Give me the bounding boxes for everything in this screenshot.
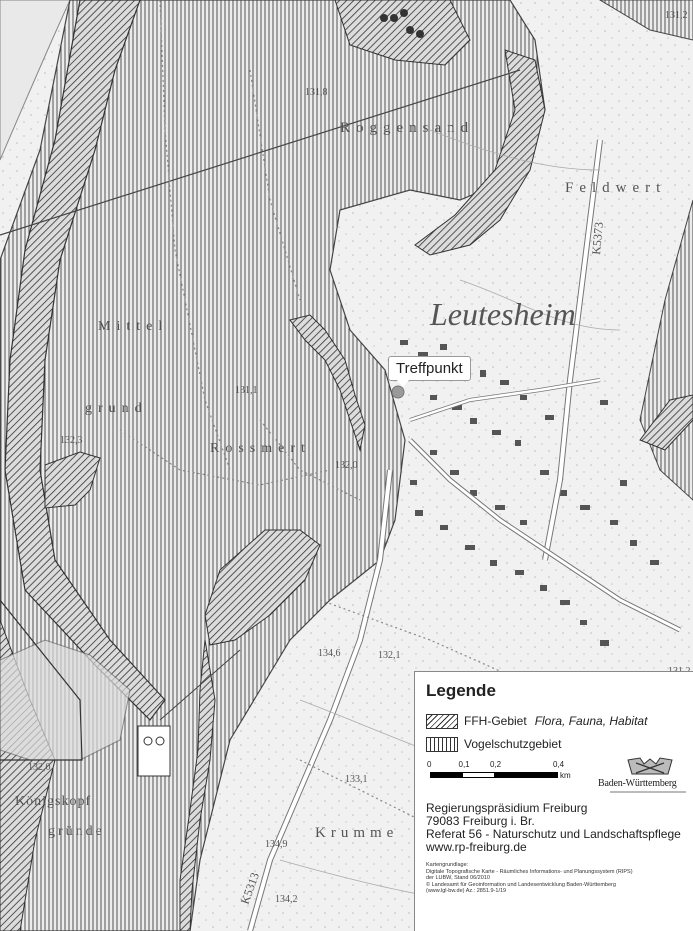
protection-boundary xyxy=(0,599,83,761)
ffh-area-channel xyxy=(289,314,366,452)
label-elev-10: 134,2 xyxy=(275,894,298,905)
address-line-4[interactable]: www.rp-freiburg.de xyxy=(426,840,527,854)
scale-tick-0: 0 xyxy=(427,760,432,769)
label-roggensand: Roggensand xyxy=(340,120,474,136)
label-elev-4: 132,0 xyxy=(335,460,358,471)
bird-protection-strip-ne xyxy=(599,0,693,41)
field-paths xyxy=(119,0,541,881)
scale-bar: 0 0,1 0,2 0,4 km Baden-Württemberg xyxy=(426,757,693,800)
meeting-point-marker[interactable] xyxy=(391,385,405,399)
gravel-pit-lake xyxy=(0,639,131,761)
scale-tick-1: 0,1 xyxy=(458,760,470,769)
boundary-line-2 xyxy=(159,649,241,721)
boundary-line xyxy=(0,69,521,236)
ffh-area-east-strip xyxy=(639,394,693,451)
crest-icon xyxy=(627,757,673,775)
map-source-note: Kartengrundlage: Digitale Topografische … xyxy=(426,862,693,895)
ffh-area-pond-west xyxy=(44,451,101,509)
ffh-area-ditch-south xyxy=(179,639,216,931)
label-elev-9: 134,9 xyxy=(265,839,288,850)
ffh-area-northeast xyxy=(414,49,546,256)
map-legend: Legende FFH-Gebiet Flora, Fauna, Habitat… xyxy=(414,671,693,931)
label-koenigskopf: Königskopf xyxy=(15,794,91,809)
legend-item-vogel-label: Vogelschutzgebiet xyxy=(464,737,562,751)
scale-segment xyxy=(462,773,494,777)
source-line-3: der LUBW, Stand 06/2010 xyxy=(426,875,490,881)
legend-item-vogel: Vogelschutzgebiet xyxy=(426,734,693,754)
label-elev-3: 131,1 xyxy=(235,385,258,396)
state-crest-logo: Baden-Württemberg xyxy=(596,756,693,793)
scale-tick-2: 0,2 xyxy=(490,760,502,769)
authority-address: Regierungspräsidium Freiburg 79083 Freib… xyxy=(426,802,693,854)
label-elev-2: 132,3 xyxy=(60,435,83,446)
label-road-k5373: K5373 xyxy=(589,221,606,255)
label-elev-6: 132,1 xyxy=(378,650,401,661)
label-elev-7: 132,0 xyxy=(28,762,51,773)
legend-item-ffh-label: FFH-Gebiet xyxy=(464,714,527,728)
scale-unit: km xyxy=(560,771,571,780)
label-feldwert: Feldwert xyxy=(565,180,666,196)
scale-tick-3: 0,4 xyxy=(553,760,565,769)
scale-segment xyxy=(431,773,463,777)
structures xyxy=(137,9,424,777)
scale-segment xyxy=(494,773,557,777)
label-elev-1: 131,8 xyxy=(305,87,328,98)
logo-underline xyxy=(610,791,686,793)
label-grund: grund xyxy=(85,401,148,416)
label-elev-5: 134,6 xyxy=(318,648,341,659)
label-mittel: Mittel xyxy=(98,319,168,334)
roads xyxy=(247,139,682,931)
source-line-2: Digitale Topografische Karte - Räumliche… xyxy=(426,868,633,875)
logo-text: Baden-Württemberg xyxy=(598,778,677,789)
label-rossmert: Rossmert xyxy=(210,441,311,456)
legend-title: Legende xyxy=(426,681,496,700)
label-gruende: gründe xyxy=(48,824,105,839)
address-line-1: Regierungspräsidium Freiburg xyxy=(426,801,588,815)
ffh-area-north xyxy=(334,0,471,66)
ffh-area-pond-south xyxy=(204,529,321,646)
label-elev-12: 131,2 xyxy=(665,10,688,21)
meeting-point-label: Treffpunkt xyxy=(388,356,471,387)
source-line-5: (www.lgl-bw.de) Az.: 2851.9-1/19 xyxy=(426,888,507,894)
scale-bar-segments xyxy=(430,772,558,778)
source-line-4: © Landesamt für Geoinformation und Lande… xyxy=(426,881,616,888)
source-line-1: Kartengrundlage: xyxy=(426,862,469,868)
ffh-swatch-icon xyxy=(426,713,458,729)
address-line-2: 79083 Freiburg i. Br. xyxy=(426,814,535,828)
legend-item-ffh: FFH-Gebiet Flora, Fauna, Habitat xyxy=(426,711,693,731)
vogel-swatch-icon xyxy=(426,736,458,752)
label-elev-8: 133,1 xyxy=(345,774,368,785)
river-water xyxy=(0,0,71,161)
legend-item-ffh-desc: Flora, Fauna, Habitat xyxy=(534,714,648,728)
label-krumme: Krumme xyxy=(315,825,398,841)
ffh-area-west-belt xyxy=(4,0,166,721)
address-line-3: Referat 56 - Naturschutz und Landschafts… xyxy=(426,827,681,841)
label-leutesheim: Leutesheim xyxy=(429,296,576,332)
